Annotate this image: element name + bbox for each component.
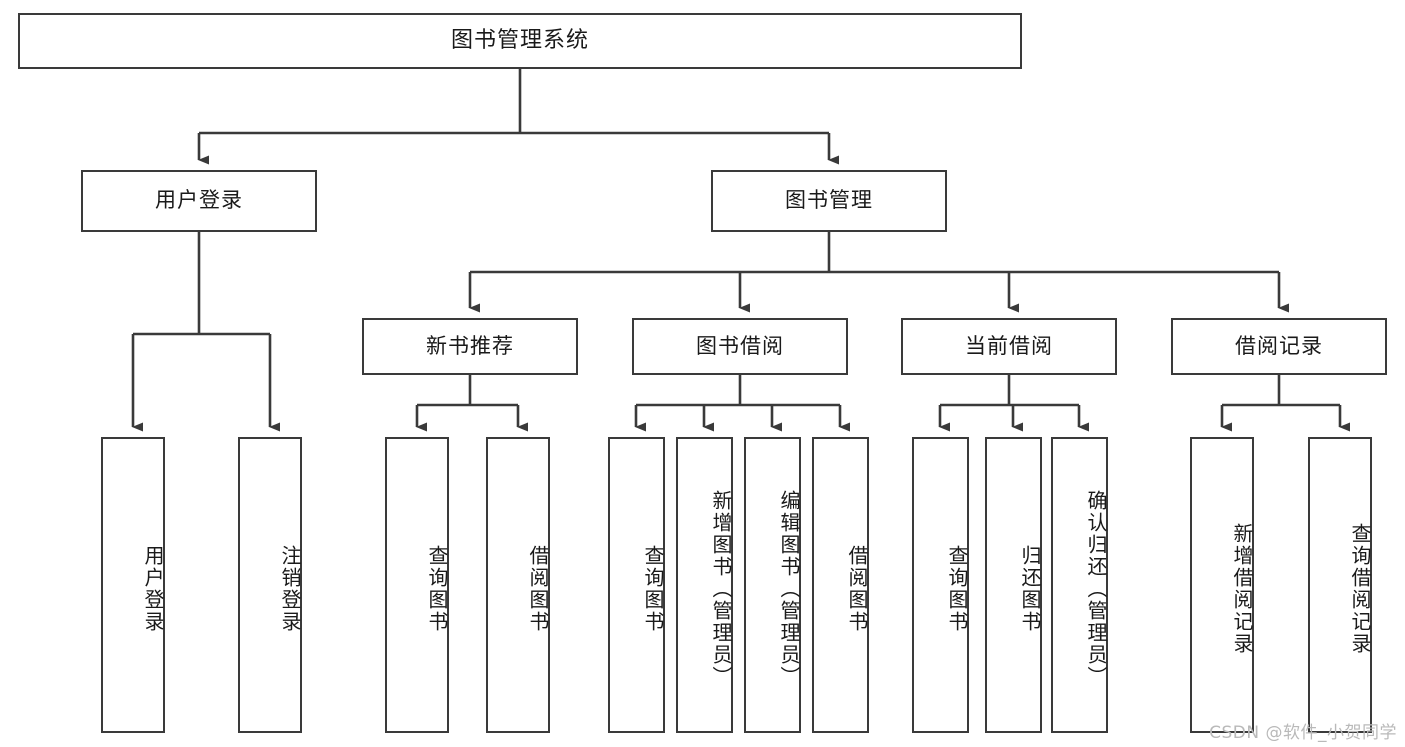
node-leaf-cur-return-book[interactable]: 归还图书 (985, 437, 1042, 733)
node-current-borrow[interactable]: 当前借阅 (901, 318, 1117, 375)
node-leaf-rec-query-record[interactable]: 查询借阅记录 (1308, 437, 1372, 733)
leaf-label: 查询借阅记录 (1348, 523, 1372, 655)
leaf-label: 借阅图书 (845, 545, 869, 633)
node-leaf-rec-query-book[interactable]: 查询图书 (385, 437, 449, 733)
leaf-label: 查询图书 (945, 545, 969, 633)
node-leaf-rec-borrow-book[interactable]: 借阅图书 (486, 437, 550, 733)
node-leaf-rec-add-record[interactable]: 新增借阅记录 (1190, 437, 1254, 733)
leaf-label: 查询图书 (425, 545, 449, 633)
node-book-manage[interactable]: 图书管理 (711, 170, 947, 232)
node-leaf-borrow-borrow-book[interactable]: 借阅图书 (812, 437, 869, 733)
leaf-label: 借阅图书 (526, 545, 550, 633)
csdn-watermark: CSDN @软件_小贺同学 (1209, 723, 1397, 743)
node-leaf-borrow-edit-book[interactable]: 编辑图书（管理员） (744, 437, 801, 733)
leaf-label: 编辑图书（管理员） (777, 490, 801, 688)
leaf-label: 用户登录 (141, 545, 165, 633)
leaf-label: 查询图书 (641, 545, 665, 633)
node-root-system[interactable]: 图书管理系统 (18, 13, 1022, 69)
leaf-label: 确认归还（管理员） (1084, 490, 1108, 688)
leaf-label: 新增图书（管理员） (709, 490, 733, 688)
node-leaf-borrow-add-book[interactable]: 新增图书（管理员） (676, 437, 733, 733)
node-leaf-borrow-query-book[interactable]: 查询图书 (608, 437, 665, 733)
node-new-book-recommend[interactable]: 新书推荐 (362, 318, 578, 375)
node-borrow-record[interactable]: 借阅记录 (1171, 318, 1387, 375)
node-leaf-user-login[interactable]: 用户登录 (101, 437, 165, 733)
leaf-label: 归还图书 (1018, 545, 1042, 633)
leaf-label: 新增借阅记录 (1230, 523, 1254, 655)
leaf-label: 注销登录 (278, 545, 302, 633)
node-book-borrow[interactable]: 图书借阅 (632, 318, 848, 375)
node-user-login[interactable]: 用户登录 (81, 170, 317, 232)
node-leaf-user-logout[interactable]: 注销登录 (238, 437, 302, 733)
node-leaf-cur-confirm-return[interactable]: 确认归还（管理员） (1051, 437, 1108, 733)
node-leaf-cur-query-book[interactable]: 查询图书 (912, 437, 969, 733)
